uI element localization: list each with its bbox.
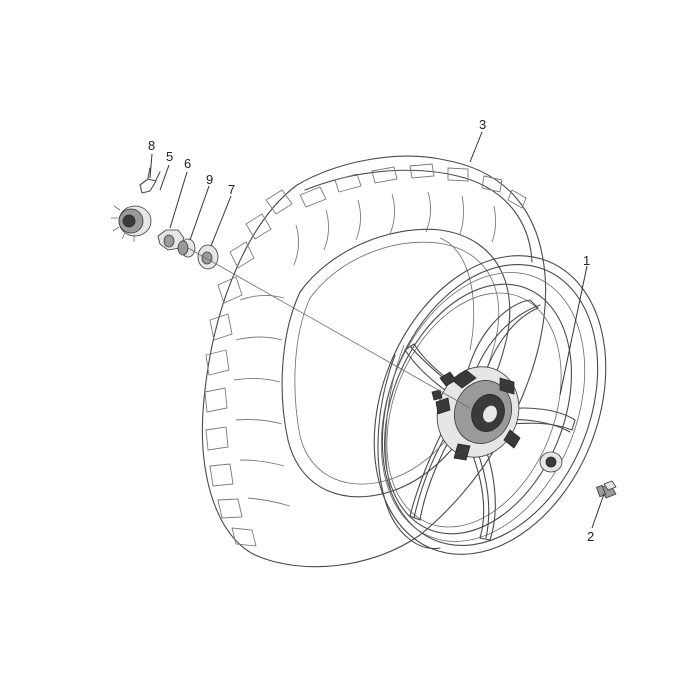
part-label-9: 9: [206, 172, 213, 187]
part-labels: 8 5 6 9 7 3 1 2: [148, 117, 594, 544]
part-label-6: 6: [184, 156, 191, 171]
spacer-bush: [177, 238, 196, 258]
callout-leaders: [149, 131, 605, 529]
washer: [197, 244, 219, 270]
speedo-drive-gear: [111, 205, 152, 242]
part-label-8: 8: [148, 138, 155, 153]
part-label-7: 7: [228, 182, 235, 197]
wheel-rim: [373, 255, 607, 555]
spring-clip: [139, 167, 161, 194]
tyre-valve: [595, 480, 617, 499]
part-label-2: 2: [587, 529, 594, 544]
part-label-5: 5: [166, 149, 173, 164]
wheel-hub: [431, 366, 521, 461]
axle-centerline: [187, 247, 471, 409]
part-label-3: 3: [479, 117, 486, 132]
part-label-1: 1: [583, 253, 590, 268]
tyre: [201, 155, 547, 568]
valve-hole: [539, 451, 563, 473]
